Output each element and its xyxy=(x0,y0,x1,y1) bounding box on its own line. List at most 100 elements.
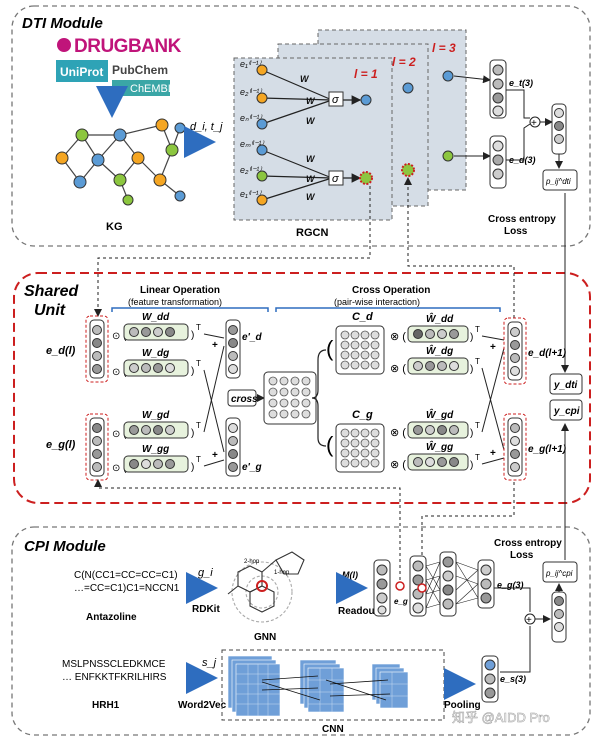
sigma-top xyxy=(328,91,344,107)
smiles-line1: C(N(CC1=CC=CC=C1) xyxy=(74,570,178,581)
layer2-target-node xyxy=(402,82,414,94)
cpi-mlp-hidden xyxy=(439,551,457,617)
target-to-emb xyxy=(453,75,491,84)
p-cpi-box xyxy=(542,561,578,583)
uniprot-badge xyxy=(56,60,108,82)
cross-bracket xyxy=(275,307,501,312)
emb-g-label: e_g(3) xyxy=(497,580,524,590)
drugbank-icon xyxy=(57,38,71,52)
svg-text:): ) xyxy=(191,428,194,439)
pooling-label: Pooling xyxy=(444,700,481,711)
dti-input-vars: d_i, t_j xyxy=(190,121,223,133)
e-d-out-label: e_d(l+1) xyxy=(528,348,567,359)
cpi-loss-line2: Loss xyxy=(510,550,534,561)
cnn-label: CNN xyxy=(322,724,344,735)
svg-text:e₂⁽ˡ⁻¹⁾: e₂⁽ˡ⁻¹⁾ xyxy=(240,165,262,175)
layer-2-label: l = 2 xyxy=(392,55,416,69)
plus-g-out: + xyxy=(490,448,496,459)
database-logos: DRUGBANK UniProt PubChem ChEMBL xyxy=(56,36,182,96)
layer2-drug-node xyxy=(401,163,415,177)
svg-text:): ) xyxy=(470,332,473,343)
cpi-to-shared-link xyxy=(94,479,401,580)
rgcn-label: RGCN xyxy=(296,227,328,239)
W-gg-label: W_gg xyxy=(142,444,169,455)
dti-to-shared-link-1 xyxy=(94,186,371,317)
svg-text:T: T xyxy=(475,357,480,366)
cross-row-gd: ⊗ ( )T xyxy=(390,421,480,439)
rdkit-label: RDKit xyxy=(192,604,220,615)
t-to-plus xyxy=(506,89,530,119)
emb-s-label: e_s(3) xyxy=(500,674,526,684)
gnn-center-atom xyxy=(256,580,268,592)
emb-t-vector xyxy=(489,59,507,119)
cpi-module-frame xyxy=(11,526,591,736)
W-dd-label: W_dd xyxy=(142,312,170,323)
cross-output-lines xyxy=(481,335,505,465)
emb-d-vector xyxy=(489,135,507,189)
svg-text:eₘ⁽ˡ⁻¹⁾: eₘ⁽ˡ⁻¹⁾ xyxy=(240,139,264,149)
cross-row-dd: ⊗ ( )T xyxy=(390,325,480,343)
layer-1-label: l = 1 xyxy=(354,67,378,81)
svg-text:): ) xyxy=(191,462,194,473)
seq-line2: … ENFKKTFKRILHIRS xyxy=(62,672,167,683)
svg-text:e₂⁽ˡ⁻¹⁾: e₂⁽ˡ⁻¹⁾ xyxy=(240,87,262,97)
e-d-in-vector xyxy=(89,319,105,379)
rgcn-layer-1-graph xyxy=(261,69,362,201)
W-gd-label: W_gd xyxy=(142,410,170,421)
emb-t-label: e_t(3) xyxy=(509,78,533,88)
y-cpi-label: y_cpi xyxy=(553,406,580,417)
e-d-out-highlight xyxy=(503,317,527,385)
dti-mlp-vector xyxy=(551,103,567,155)
svg-text:T: T xyxy=(475,421,480,430)
C-d-label: C_d xyxy=(352,311,373,323)
cpi-readout-vector xyxy=(373,559,391,617)
dti-loss-line1: Cross entropy xyxy=(488,214,556,225)
readout-emb-marker xyxy=(395,581,405,591)
e-g-in-label: e_g(l) xyxy=(46,439,76,451)
e-d-out-vector xyxy=(507,321,523,381)
svg-text:W: W xyxy=(306,192,316,202)
emb-g-vector xyxy=(477,559,495,609)
cpi-module-title: CPI Module xyxy=(24,538,106,555)
e-g-out-label: e_g(l+1) xyxy=(528,444,567,455)
e-d-in-highlight xyxy=(85,315,109,383)
layer1-target-node xyxy=(360,94,372,106)
svg-text:W: W xyxy=(300,74,310,84)
layer3-target-node xyxy=(442,70,454,82)
y-cpi-box xyxy=(549,399,583,421)
svg-text:W: W xyxy=(306,174,316,184)
C-d-paren: ( xyxy=(326,336,334,361)
seq-line1: MSLPNSSCLEDKMCE xyxy=(62,659,166,670)
svg-text:W: W xyxy=(306,154,316,164)
svg-text:T: T xyxy=(196,421,201,430)
e-g-out-highlight xyxy=(503,413,527,481)
C-g-label: C_g xyxy=(352,409,373,421)
svg-text:⊗ (: ⊗ ( xyxy=(390,363,406,375)
rgcn-input-labels: e₁⁽ˡ⁻¹⁾ e₂⁽ˡ⁻¹⁾ eₙ⁽ˡ⁻¹⁾ eₘ⁽ˡ⁻¹⁾ e₂⁽ˡ⁻¹⁾ … xyxy=(240,59,316,202)
e-g-out-vector xyxy=(507,417,523,477)
y-dti-label: y_dti xyxy=(553,380,578,391)
svg-text:): ) xyxy=(470,428,473,439)
watermark: 知乎 @AIDD Pro xyxy=(452,710,550,725)
W-hat-gd-label: Ŵ_gd xyxy=(426,408,454,421)
shared-unit-title-1: Shared xyxy=(24,283,79,300)
cnn-frame xyxy=(221,649,445,721)
gnn-hop2: 2-hop xyxy=(244,559,260,565)
layer-3-label: l = 3 xyxy=(432,41,456,55)
shared-to-dti-link xyxy=(404,177,515,318)
svg-text:⊗ (: ⊗ ( xyxy=(390,459,406,471)
svg-text:W: W xyxy=(306,96,316,106)
cpi-loss-line1: Cross entropy xyxy=(494,538,562,549)
dti-module-frame xyxy=(11,5,591,247)
pubchem-logo: PubChem xyxy=(112,63,168,77)
linear-row-gg: ⊙ ( )T xyxy=(112,455,201,474)
cross-op-sub: (pair-wise interaction) xyxy=(334,297,420,307)
uniprot-logo: UniProt xyxy=(60,65,103,79)
C-d-matrix xyxy=(335,325,385,375)
cross-box-label: cross xyxy=(231,394,258,405)
svg-text:): ) xyxy=(470,364,473,375)
chembl-logo: ChEMBL xyxy=(130,83,174,95)
svg-text:e₁⁽ˡ⁻¹⁾: e₁⁽ˡ⁻¹⁾ xyxy=(240,59,262,69)
shared-to-cpi-link xyxy=(418,482,515,581)
linear-row-dd: ⊙ ( )T xyxy=(112,323,201,342)
